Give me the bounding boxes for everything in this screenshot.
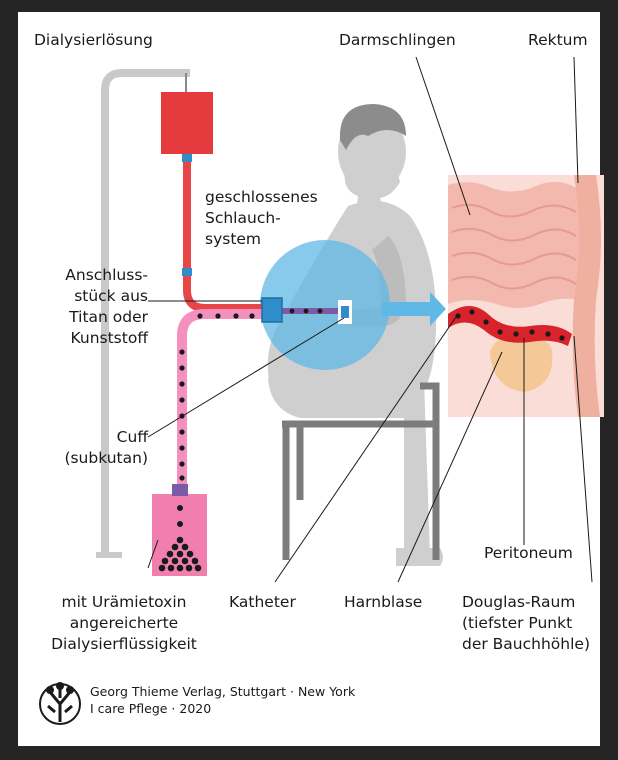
waste-bag-connector	[172, 484, 188, 496]
connector-mid	[182, 268, 192, 276]
abdominal-anatomy-inset	[448, 175, 604, 417]
dialysate-label: Dialysierlösung	[34, 30, 153, 51]
toxin-dots-tube	[179, 313, 254, 480]
cuff-line-2: (subkutan)	[64, 448, 148, 469]
book-title: I care Pflege · 2020	[90, 700, 355, 717]
connector-line-4: Kunststoff	[65, 328, 148, 349]
connector-line-1: Anschluss-	[65, 265, 148, 286]
peritoneum-label: Peritoneum	[484, 543, 573, 564]
waste-tube	[182, 314, 262, 494]
publisher-credit: Georg Thieme Verlag, Stuttgart · New Yor…	[90, 683, 355, 717]
douglas-label: Douglas-Raum (tiefster Punkt der Bauchhö…	[462, 592, 590, 655]
dialysate-bag	[161, 92, 213, 154]
tubing-line-3: system	[205, 229, 318, 250]
connector-label: Anschluss- stück aus Titan oder Kunststo…	[65, 265, 148, 349]
titanium-connector	[262, 298, 282, 322]
connector-line-3: Titan oder	[65, 307, 148, 328]
douglas-line-1: Douglas-Raum	[462, 592, 590, 613]
waste-fluid-line-3: Dialysierflüssigkeit	[26, 634, 222, 655]
waste-fluid-line-2: angereicherte	[26, 613, 222, 634]
douglas-line-3: der Bauchhöhle)	[462, 634, 590, 655]
waste-fluid-label: mit Urämietoxin angereicherte Dialysierf…	[26, 592, 222, 655]
tubing-line-2: Schlauch-	[205, 208, 318, 229]
connector-top	[182, 154, 192, 162]
rectum-label: Rektum	[528, 30, 588, 51]
cuff-ring	[341, 306, 349, 318]
bowel-loops-label: Darmschlingen	[339, 30, 456, 51]
bladder-label: Harnblase	[344, 592, 422, 613]
douglas-line-2: (tiefster Punkt	[462, 613, 590, 634]
publisher-logo	[40, 682, 80, 724]
tubing-line-1: geschlossenes	[205, 187, 318, 208]
cuff-line-1: Cuff	[64, 427, 148, 448]
cuff-label: Cuff (subkutan)	[64, 427, 148, 469]
publisher-name: Georg Thieme Verlag, Stuttgart · New Yor…	[90, 683, 355, 700]
catheter-label: Katheter	[229, 592, 296, 613]
connector-line-2: stück aus	[65, 286, 148, 307]
waste-fluid-line-1: mit Urämietoxin	[26, 592, 222, 613]
tubing-label: geschlossenes Schlauch- system	[205, 187, 318, 250]
